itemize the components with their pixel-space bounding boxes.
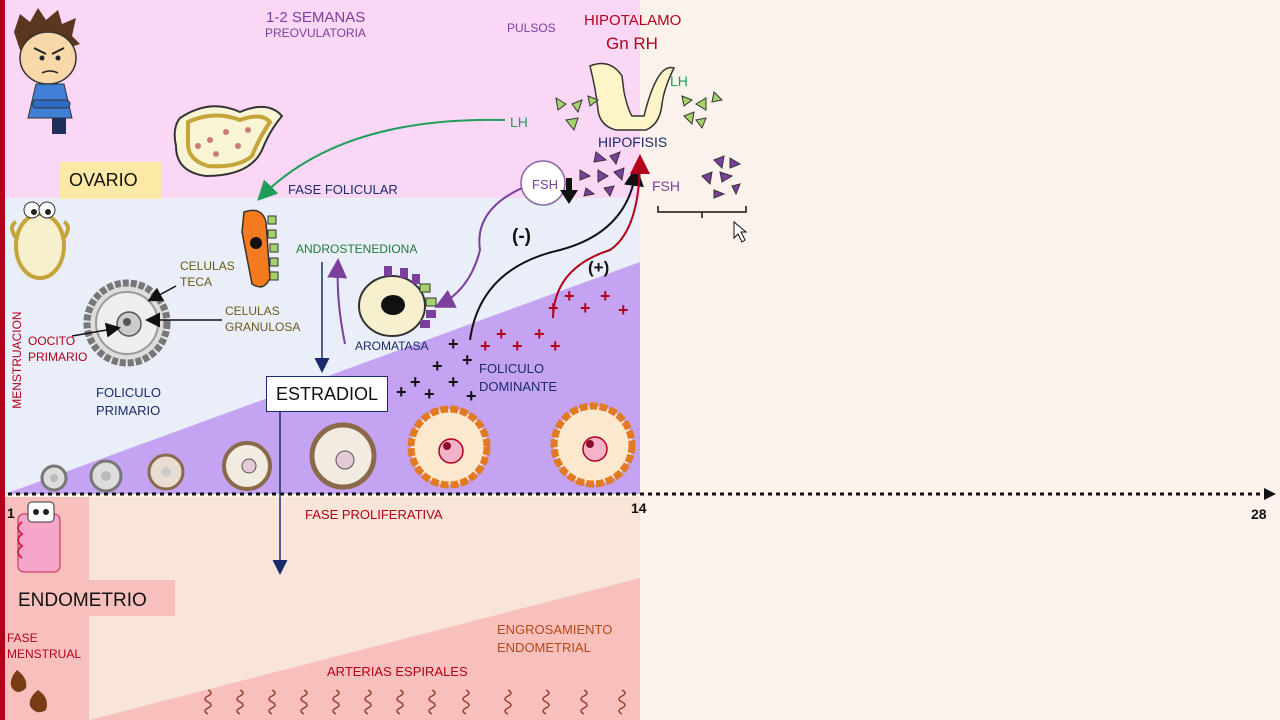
svg-text:+: + [410,372,421,392]
androstenedione-label: ANDROSTENEDIONA [296,242,418,256]
svg-text:+: + [496,324,507,344]
menstrual-phase-line-1: FASE [7,631,38,645]
menstrual-phase-label: FASE MENSTRUAL [7,630,81,662]
granulosa-cell [358,266,437,337]
ovary-title: OVARIO [60,162,161,199]
menstruation-label: MENSTRUACION [9,311,24,409]
fsh-down-arrow [560,178,578,204]
primary-follicle-large [83,279,171,367]
hypophysis-illustration [589,62,676,131]
svg-text:+: + [462,350,473,370]
character-illustration [14,8,80,134]
svg-text:+: + [600,286,611,306]
estradiol-plus-signs: +++ +++ ++ [396,334,477,406]
svg-text:+: + [550,336,561,356]
svg-text:+: + [432,356,443,376]
endometrium-title: ENDOMETRIO [18,590,147,611]
svg-text:+: + [396,382,407,402]
lh-label-left: LH [510,114,528,130]
thickening-line-2: ENDOMETRIAL [497,639,591,655]
primary-follicle-line-2: PRIMARIO [96,402,161,418]
fsh-circle-label: FSH [532,177,558,192]
svg-text:+: + [448,334,459,354]
fsh-label-right: FSH [652,178,680,194]
fsh-circle [520,160,566,206]
theca-cells-line-2: TECA [180,275,213,290]
fsh-bracket [657,206,747,218]
svg-text:+: + [564,286,575,306]
follicle-growth-sequence [40,402,636,493]
granulosa-cells-label: CELULAS GRANULOSA [225,303,300,335]
svg-text:+: + [512,336,523,356]
svg-text:+: + [580,298,591,318]
svg-text:+: + [466,386,477,406]
dominant-follicle-line-1: FOLICULO [479,361,545,376]
svg-text:+: + [480,336,491,356]
positive-feedback-arrow [552,154,650,319]
hypophysis-label: HIPOFISIS [598,134,668,150]
aromatase-arrow [327,258,348,345]
lh-hormone-particles [555,90,724,132]
thickening-wedge [89,578,640,720]
day-28-label: 28 [1251,506,1267,522]
endometrium-title-bg [10,580,175,616]
hypothalamus-label: HIPOTALAMO [584,12,682,29]
pulses-label: PULSOS [507,21,556,35]
primary-follicle-line-1: FOLICULO [96,385,162,400]
negative-feedback-arrow [469,166,644,341]
aromatase-label: AROMATASA [355,339,429,353]
dominant-follicle-line-2: DOMINANTE [479,378,557,394]
mouse-cursor-icon [733,220,748,243]
ovary-tissue-illustration [173,105,284,178]
preovulatory-label: PREOVULATORIA [265,26,366,40]
fsh-hormone-particles [579,151,742,199]
theca-cells-label: CELULAS TECA [180,258,235,290]
lh-surge-plus-signs: +++ +++ +++ + [480,286,629,356]
svg-text:+: + [618,300,629,320]
theca-cell [241,209,279,288]
endometrium-mascot [17,501,61,573]
weeks-label: 1-2 SEMANAS [266,9,366,26]
granulosa-cells-line-1: CELULAS [225,304,280,318]
svg-text:+: + [448,372,459,392]
dominant-follicle-label: FOLICULO DOMINANTE [479,360,557,395]
positive-feedback-label: (+) [588,258,610,277]
menstrual-phase-line-2: MENSTRUAL [7,647,82,662]
spiral-arteries [204,689,626,715]
fsh-arrow [434,187,523,308]
primary-oocyte-line-1: OOCITO [28,334,76,348]
thickening-label: ENGROSAMIENTO ENDOMETRIAL [497,621,612,656]
oocyte-pointer [71,322,121,338]
theca-pointer [147,285,177,302]
day-1-label: 1 [7,505,15,521]
negative-feedback-label: (-) [512,226,531,247]
follicular-phase-label: FASE FOLICULAR [288,182,398,197]
day-14-label: 14 [631,500,647,516]
granulosa-cells-line-2: GRANULOSA [225,320,301,335]
thickening-line-1: ENGROSAMIENTO [497,622,613,637]
lh-arrow [257,118,506,201]
primary-oocyte-label: OOCITO PRIMARIO [28,333,87,365]
blood-drops-icon [10,670,47,713]
left-border [0,0,5,720]
timeline-arrowhead [1264,488,1276,500]
lh-label-right: LH [670,73,688,89]
proliferative-phase-label: FASE PROLIFERATIVA [305,507,443,522]
svg-text:+: + [548,298,559,318]
theca-cells-line-1: CELULAS [180,259,235,273]
primary-follicle-label: FOLICULO PRIMARIO [96,384,161,419]
estradiol-box: ESTRADIOL [266,376,388,412]
svg-text:+: + [424,384,435,404]
gnrh-label: Gn RH [606,34,658,53]
spiral-arteries-label: ARTERIAS ESPIRALES [327,664,468,679]
primary-oocyte-line-2: PRIMARIO [28,350,88,365]
svg-text:+: + [534,324,545,344]
follicle-mascot [10,201,70,280]
